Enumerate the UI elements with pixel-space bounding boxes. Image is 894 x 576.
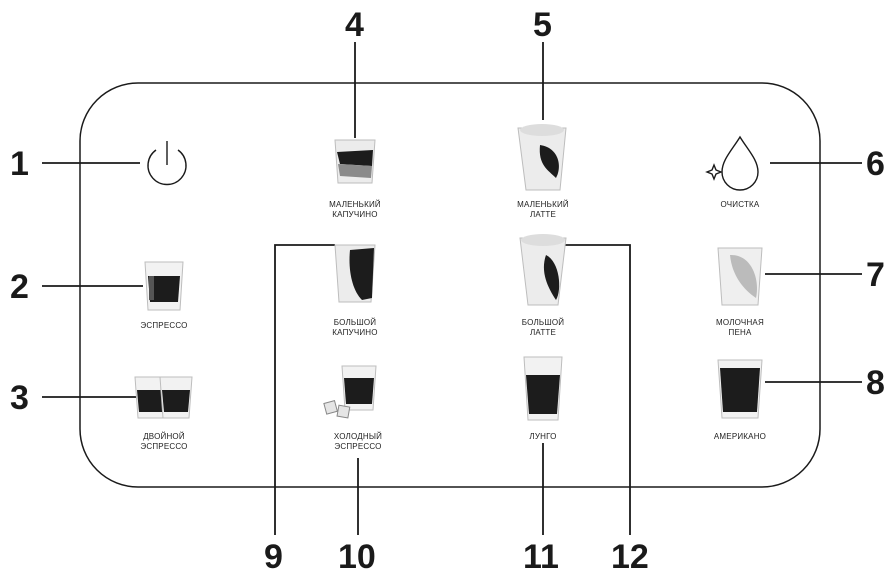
callout-number-11: 11 (523, 538, 559, 576)
callout-number-7: 7 (866, 256, 885, 294)
large-cappuccino-glass-icon (334, 244, 376, 303)
callout-number-4: 4 (345, 6, 364, 44)
callout-number-10: 10 (338, 538, 376, 576)
large-latte-button[interactable] (503, 232, 583, 332)
milk-foam-button[interactable] (700, 240, 780, 340)
small-latte-glass-icon (517, 124, 567, 191)
control-panel-outline (79, 82, 821, 488)
cold-espresso-button[interactable] (318, 355, 398, 455)
lungo-label: ЛУНГО (529, 432, 557, 441)
callout-number-8: 8 (866, 364, 885, 402)
lungo-glass-icon (523, 356, 563, 421)
callout-number-12: 12 (611, 538, 649, 576)
double-espresso-glasses-icon (134, 376, 193, 419)
espresso-glass-icon (144, 261, 184, 311)
americano-button[interactable] (700, 352, 780, 452)
large-latte-glass-icon (519, 234, 567, 306)
small-cappuccino-button[interactable] (315, 125, 395, 225)
americano-label: АМЕРИКАНО (713, 432, 767, 441)
small-cappuccino-glass-icon (334, 139, 376, 184)
americano-glass-icon (717, 359, 763, 419)
callout-number-9: 9 (264, 538, 283, 576)
cold-espresso-glass-icon (323, 365, 377, 419)
callout-line-12 (565, 244, 631, 535)
cleaning-button[interactable] (700, 125, 780, 225)
callout-number-5: 5 (533, 6, 552, 44)
callout-lines (42, 42, 862, 535)
small-latte-button[interactable] (503, 118, 583, 218)
power-icon (147, 141, 187, 186)
callout-number-2: 2 (10, 268, 29, 306)
water-drop-sparkle-icon (705, 135, 759, 191)
callout-number-3: 3 (10, 379, 29, 417)
milk-foam-glass-icon (717, 247, 763, 306)
large-cappuccino-button[interactable] (315, 235, 395, 335)
callout-number-1: 1 (10, 145, 29, 183)
callout-line-9 (274, 244, 335, 535)
callout-number-6: 6 (866, 145, 885, 183)
lungo-button[interactable] (503, 350, 583, 450)
power-button[interactable] (127, 125, 207, 195)
double-espresso-button[interactable] (124, 365, 204, 465)
espresso-button[interactable] (124, 250, 204, 350)
espresso-label: ЭСПРЕССО (140, 321, 188, 330)
cleaning-label: ОЧИСТКА (720, 200, 760, 209)
